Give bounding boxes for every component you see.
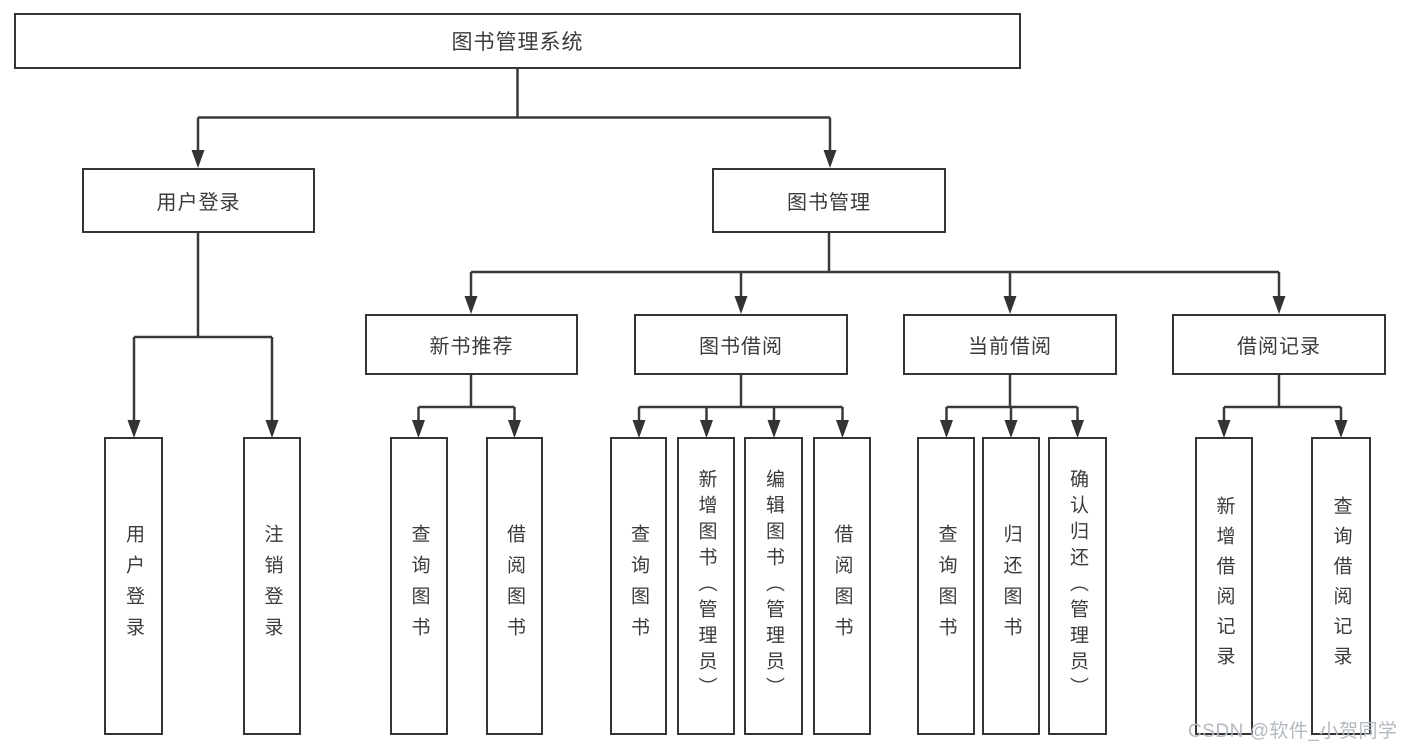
leaf-edit-book-admin: 编辑图书（管理员） xyxy=(744,437,803,735)
node-label: 新书推荐 xyxy=(429,336,514,358)
leaf-borrow-books-newbook: 借阅图书 xyxy=(486,437,543,735)
leaf-label: 编辑图书（管理员） xyxy=(763,469,784,703)
leaf-confirm-return-admin: 确认归还（管理员） xyxy=(1048,437,1107,735)
node-current-borrowing: 当前借阅 xyxy=(903,314,1117,375)
leaf-label: 查询借阅记录 xyxy=(1330,496,1352,676)
leaf-add-borrow-record: 新增借阅记录 xyxy=(1195,437,1253,735)
node-user-login: 用户登录 xyxy=(82,168,315,233)
leaf-label: 借阅图书 xyxy=(831,524,853,648)
leaf-add-book-admin: 新增图书（管理员） xyxy=(677,437,735,735)
leaf-label: 借阅图书 xyxy=(504,524,525,648)
node-library-management-system: 图书管理系统 xyxy=(14,13,1021,69)
leaf-user-login: 用户登录 xyxy=(104,437,163,735)
leaf-query-borrow-record: 查询借阅记录 xyxy=(1311,437,1371,735)
leaf-label: 查询图书 xyxy=(408,524,430,648)
leaf-borrow-books-borrowing: 借阅图书 xyxy=(813,437,871,735)
leaf-label: 新增图书（管理员） xyxy=(695,469,717,703)
leaf-query-books-current: 查询图书 xyxy=(917,437,975,735)
node-label: 图书管理 xyxy=(787,192,871,214)
leaf-label: 查询图书 xyxy=(628,524,649,648)
csdn-watermark: CSDN @软件_小贺同学 xyxy=(1188,721,1398,742)
leaf-label: 确认归还（管理员） xyxy=(1067,469,1088,703)
node-new-book-recommendation: 新书推荐 xyxy=(365,314,578,375)
node-borrowing-records: 借阅记录 xyxy=(1172,314,1386,375)
node-label: 图书借阅 xyxy=(699,336,783,358)
leaf-return-book: 归还图书 xyxy=(982,437,1040,735)
leaf-query-books-newbook: 查询图书 xyxy=(390,437,448,735)
node-label: 当前借阅 xyxy=(968,336,1052,358)
leaf-label: 归还图书 xyxy=(1000,524,1022,648)
leaf-query-books-borrowing: 查询图书 xyxy=(610,437,667,735)
leaf-label: 查询图书 xyxy=(935,524,957,648)
node-label: 图书管理系统 xyxy=(451,31,584,54)
node-label: 借阅记录 xyxy=(1237,336,1321,358)
leaf-label: 新增借阅记录 xyxy=(1213,496,1235,676)
leaf-label: 注销登录 xyxy=(261,524,283,648)
leaf-label: 用户登录 xyxy=(123,524,144,648)
node-book-management: 图书管理 xyxy=(712,168,946,233)
node-label: 用户登录 xyxy=(156,192,241,214)
leaf-logout: 注销登录 xyxy=(243,437,301,735)
node-book-borrowing: 图书借阅 xyxy=(634,314,848,375)
